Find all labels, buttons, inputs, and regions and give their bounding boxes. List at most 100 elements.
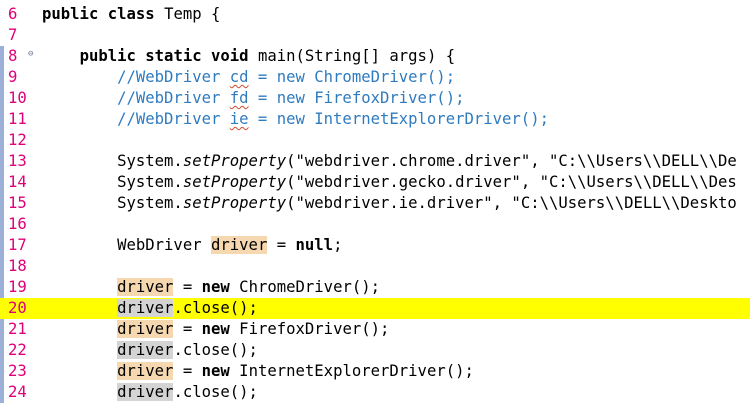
variable-occurrence: driver	[117, 362, 174, 380]
code-line[interactable]: 16	[0, 214, 750, 235]
line-number: 6	[8, 5, 18, 23]
change-marker	[0, 340, 4, 361]
code-token: new	[201, 320, 230, 338]
code-token: System.	[42, 194, 183, 212]
line-number: 14	[8, 173, 27, 191]
code-line[interactable]: 11 //WebDriver ie = new InternetExplorer…	[0, 109, 750, 130]
code-line[interactable]: 19 driver = new ChromeDriver();	[0, 277, 750, 298]
code-token: = new FirefoxDriver();	[248, 89, 465, 107]
line-number: 21	[8, 320, 27, 338]
line-number: 13	[8, 152, 27, 170]
code-token	[42, 362, 117, 380]
code-token: ("webdriver.chrome.driver", "C:\\Users\\…	[286, 152, 737, 170]
code-line[interactable]: 10 //WebDriver fd = new FirefoxDriver();	[0, 88, 750, 109]
code-token: setProperty	[182, 194, 287, 212]
change-marker	[0, 235, 4, 256]
code-token: System.	[42, 173, 183, 191]
change-marker	[0, 88, 4, 109]
change-marker	[0, 172, 4, 193]
code-line[interactable]: 23 driver = new InternetExplorerDriver()…	[0, 361, 750, 382]
line-number: 22	[8, 341, 27, 359]
code-token: .close();	[173, 383, 258, 401]
code-token: =	[267, 236, 296, 254]
code-token: = new InternetExplorerDriver();	[248, 110, 549, 128]
line-code: public static void main(String[] args) {	[42, 46, 456, 67]
code-line[interactable]: 18	[0, 256, 750, 277]
line-code: //WebDriver fd = new FirefoxDriver();	[42, 88, 464, 109]
code-token: new	[201, 362, 230, 380]
code-line[interactable]: 12	[0, 130, 750, 151]
line-number: 23	[8, 362, 27, 380]
code-token: setProperty	[182, 152, 287, 170]
line-code: WebDriver driver = null;	[42, 235, 342, 256]
change-marker	[0, 193, 4, 214]
line-number: 16	[8, 215, 27, 233]
code-token: new	[201, 278, 230, 296]
code-token: setProperty	[182, 173, 287, 191]
line-number: 9	[8, 68, 18, 86]
line-code: System.setProperty("webdriver.ie.driver"…	[42, 193, 737, 214]
code-line[interactable]: 22 driver.close();	[0, 340, 750, 361]
line-number: 7	[8, 26, 18, 44]
variable-occurrence: driver	[117, 278, 174, 296]
code-line[interactable]: 13 System.setProperty("webdriver.chrome.…	[0, 151, 750, 172]
change-marker	[0, 151, 4, 172]
line-number: 8	[8, 47, 18, 65]
line-number: 17	[8, 236, 27, 254]
line-code: driver = new ChromeDriver();	[42, 277, 380, 298]
line-code: System.setProperty("webdriver.gecko.driv…	[42, 172, 737, 193]
code-token: public static void	[79, 47, 249, 65]
code-token: ;	[333, 236, 343, 254]
code-token	[42, 341, 117, 359]
code-line[interactable]: 14 System.setProperty("webdriver.gecko.d…	[0, 172, 750, 193]
code-line[interactable]: 8 ⊖ public static void main(String[] args…	[0, 46, 750, 67]
code-token: //WebDriver	[42, 110, 230, 128]
variable-occurrence: driver	[117, 383, 174, 401]
code-line[interactable]: 21 driver = new FirefoxDriver();	[0, 319, 750, 340]
line-code: //WebDriver ie = new InternetExplorerDri…	[42, 109, 549, 130]
line-code: driver = new FirefoxDriver();	[42, 319, 389, 340]
code-token: //WebDriver	[42, 89, 230, 107]
code-token: FirefoxDriver();	[229, 320, 390, 338]
line-number: 15	[8, 194, 27, 212]
line-code: driver.close();	[42, 382, 258, 403]
code-token: WebDriver	[42, 236, 211, 254]
variable-occurrence: driver	[117, 299, 174, 317]
fold-toggle-icon[interactable]: ⊖	[28, 49, 34, 59]
variable-occurrence: driver	[117, 320, 174, 338]
change-marker	[0, 46, 4, 67]
change-marker	[0, 130, 4, 151]
code-token: InternetExplorerDriver();	[229, 362, 474, 380]
code-token: =	[173, 320, 202, 338]
code-token: .close();	[173, 341, 258, 359]
code-line[interactable]: 15 System.setProperty("webdriver.ie.driv…	[0, 193, 750, 214]
code-token: class	[98, 5, 155, 23]
code-token: main(String[] args) {	[248, 47, 456, 65]
line-code: //WebDriver cd = new ChromeDriver();	[42, 67, 455, 88]
code-line[interactable]: 17 WebDriver driver = null;	[0, 235, 750, 256]
code-token: .close();	[173, 299, 258, 317]
code-token: System.	[42, 152, 183, 170]
code-token	[42, 383, 117, 401]
line-number: 18	[8, 257, 27, 275]
change-marker	[0, 109, 4, 130]
change-marker	[0, 361, 4, 382]
warning-token: cd	[229, 68, 249, 86]
code-line[interactable]: 9 //WebDriver cd = new ChromeDriver();	[0, 67, 750, 88]
change-marker	[0, 256, 4, 277]
code-token: = new ChromeDriver();	[248, 68, 456, 86]
code-line[interactable]: 24 driver.close();	[0, 382, 750, 403]
code-token	[42, 47, 80, 65]
change-marker	[0, 277, 4, 298]
warning-token: fd	[229, 89, 249, 107]
current-line[interactable]: 20 driver.close();	[0, 298, 750, 319]
line-code: driver = new InternetExplorerDriver();	[42, 361, 474, 382]
line-code: driver.close();	[42, 298, 258, 319]
code-token	[42, 278, 117, 296]
code-token: =	[173, 278, 202, 296]
line-number: 10	[8, 89, 27, 107]
change-marker	[0, 214, 4, 235]
code-line[interactable]: 7	[0, 25, 750, 46]
